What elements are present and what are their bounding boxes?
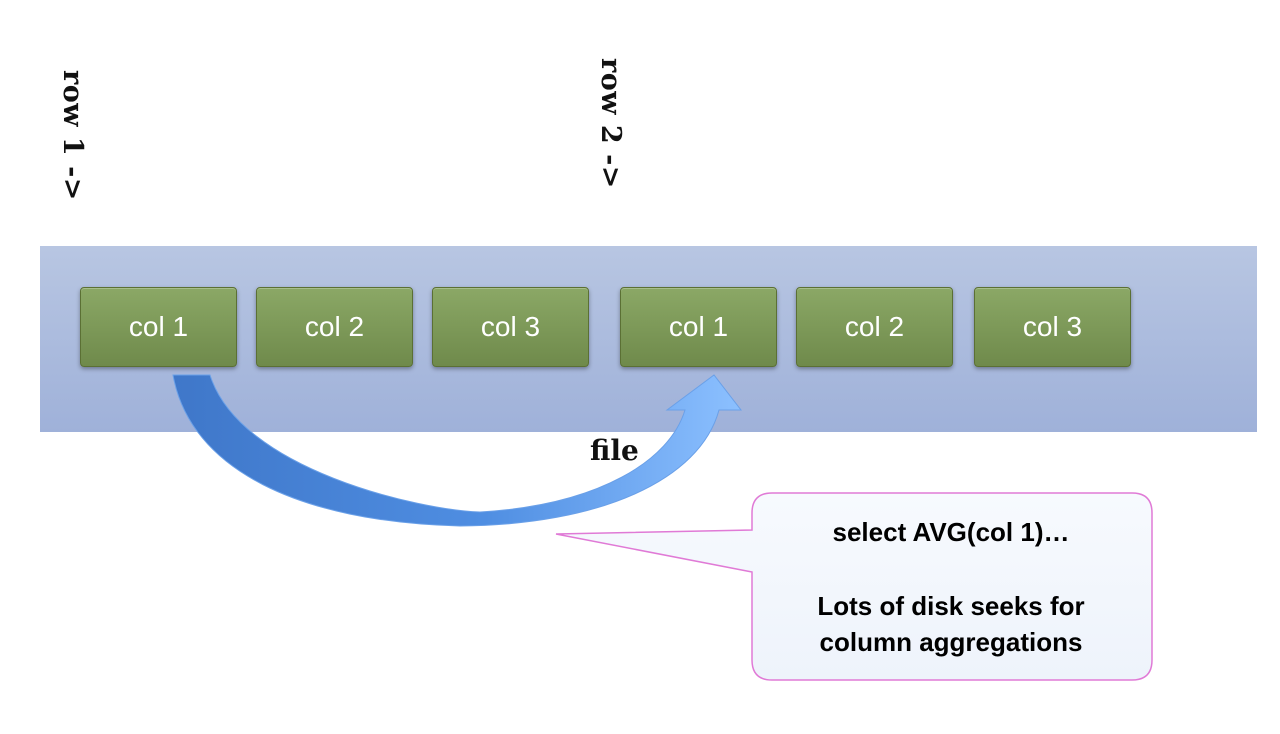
callout-query-text: select AVG(col 1)… — [832, 517, 1070, 547]
row-2-col-2-box: col 2 — [796, 287, 953, 367]
callout-note-line-2: column aggregations — [819, 627, 1083, 657]
row-1-col-3-box: col 3 — [432, 287, 589, 367]
row-2-col-1-box: col 1 — [620, 287, 777, 367]
file-label: file — [590, 434, 639, 467]
row-1-col-2-box: col 2 — [256, 287, 413, 367]
callout-bubble — [555, 492, 1153, 681]
row-2-col-3-box: col 3 — [974, 287, 1131, 367]
row-1-col-1-box: col 1 — [80, 287, 237, 367]
callout-note-line-1: Lots of disk seeks for — [817, 591, 1085, 621]
jump-arrow — [172, 374, 743, 527]
